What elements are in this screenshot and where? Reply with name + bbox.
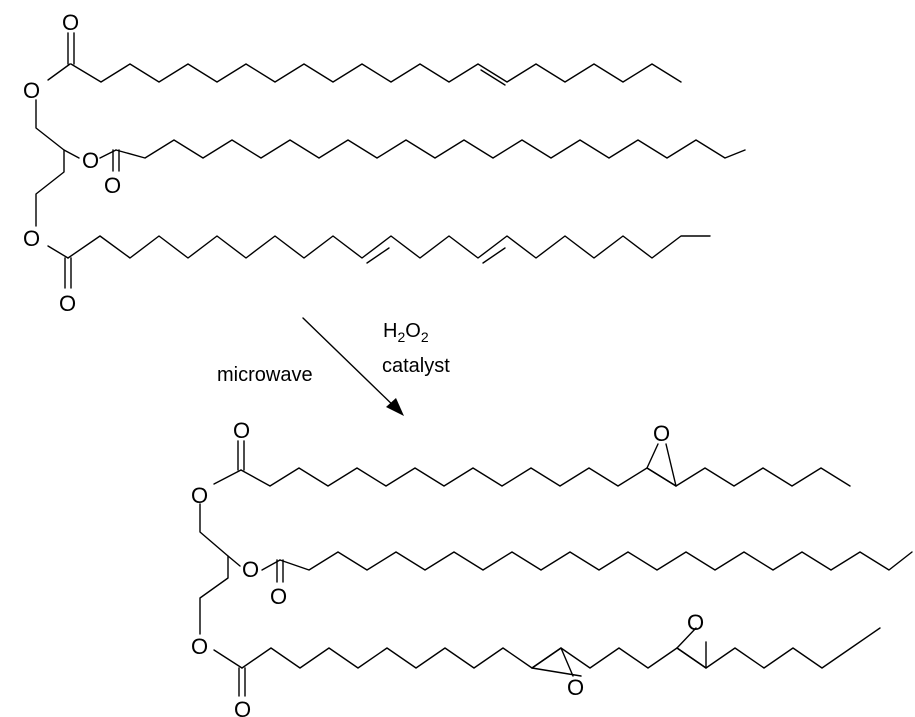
product-epoxide1-ring-o-c2 — [665, 443, 677, 487]
reactant-molecule: O O O O O O — [23, 10, 746, 316]
product-o-epoxide1: O — [653, 421, 670, 446]
reactant-chain1 — [70, 63, 682, 83]
arrow-head — [386, 398, 404, 416]
product-chain2 — [279, 551, 913, 571]
product-ester1-o-c — [213, 469, 242, 485]
product-o-epoxide3: O — [687, 610, 704, 635]
reagent-h2o2: H2O2 — [383, 320, 429, 345]
reactant-chain3 — [67, 235, 711, 259]
reactant-chain3-alkene1-double — [366, 247, 390, 264]
reactant-ester1-o-c — [47, 63, 71, 81]
reactant-chain2 — [115, 139, 746, 159]
reactant-o-ester2: O — [82, 148, 99, 173]
product-ester3-o-c — [213, 649, 243, 669]
reactant-chain3-alkene2-double — [482, 247, 506, 264]
reaction-arrow — [302, 317, 404, 416]
product-o-carbonyl3: O — [234, 697, 251, 717]
product-epoxide3-ring-o-c1 — [676, 627, 697, 649]
product-glycerol-backbone — [199, 503, 229, 635]
microwave-label: microwave — [217, 364, 313, 386]
reactant-chain1-alkene-double — [480, 69, 506, 86]
arrow-shaft — [302, 317, 401, 413]
product-epoxide2-ring-o-c1 — [531, 667, 582, 677]
catalyst-label: catalyst — [382, 355, 450, 377]
reactant-glycerol-backbone — [35, 99, 65, 227]
product-chain1 — [240, 467, 851, 487]
product-epoxide1-ring — [646, 443, 677, 487]
product-molecule: O O O O O O O O O — [191, 418, 913, 717]
reactant-o-carbonyl1: O — [62, 10, 79, 35]
product-backbone-to-o2 — [227, 555, 241, 567]
product-o-carbonyl1: O — [233, 418, 250, 443]
product-epoxide2-ring — [531, 647, 574, 677]
product-epoxide3-ring — [676, 641, 707, 669]
product-o-ester1: O — [191, 483, 208, 508]
product-o-epoxide2: O — [567, 675, 584, 700]
reactant-o-carbonyl2: O — [104, 173, 121, 198]
product-o-ester2: O — [242, 557, 259, 582]
product-o-carbonyl2: O — [270, 584, 287, 609]
product-o-ester3: O — [191, 634, 208, 659]
reactant-o-carbonyl3: O — [59, 291, 76, 316]
reactant-o-ester1: O — [23, 78, 40, 103]
reactant-backbone-to-o2 — [63, 149, 80, 159]
reactant-ester3-o-c — [47, 245, 69, 259]
reactant-o-ester3: O — [23, 226, 40, 251]
